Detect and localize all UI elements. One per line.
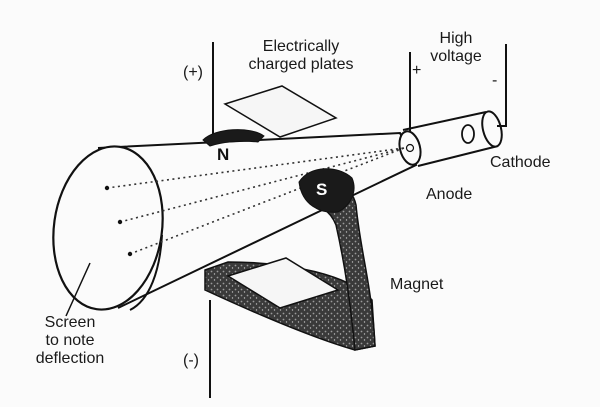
magnet-south-pole (298, 168, 355, 213)
hv-minus-sign: - (492, 72, 498, 89)
screen-label-line2: to note (45, 332, 95, 349)
hv-minus-lead (497, 44, 507, 127)
screen-label-line3: deflection (35, 350, 105, 367)
anode-disc (398, 130, 422, 166)
high-voltage-label: High voltage (420, 30, 492, 66)
upper-deflection-plate (223, 85, 338, 138)
tube-neck-bottom (417, 145, 499, 167)
magnet-north-pole (202, 129, 265, 147)
screen-spot-top (104, 185, 110, 191)
plates-label-line2: charged plates (248, 56, 354, 73)
plates-label: Electrically charged plates (226, 38, 376, 74)
lower-deflection-plate (226, 257, 340, 309)
tube-neck-end (481, 110, 503, 148)
screen-spot-bottom (127, 251, 133, 257)
electron-beams (106, 147, 405, 255)
anode-label: Anode (426, 186, 473, 203)
tube-neck-top (402, 111, 487, 131)
screen-label-line1: Screen (44, 314, 96, 331)
high-voltage-line2: voltage (430, 48, 482, 65)
screen-spot-middle (117, 219, 123, 225)
screen-leader-line (65, 262, 91, 317)
minus-plate-label: (-) (183, 352, 199, 369)
high-voltage-line1: High (439, 30, 473, 47)
plates-label-line1: Electrically (262, 38, 340, 55)
cathode-label: Cathode (490, 154, 551, 171)
magnet-label: Magnet (390, 276, 444, 293)
plus-plate-label: (+) (183, 64, 203, 81)
screen-label: Screen to note deflection (22, 314, 118, 368)
cathode-cylinder (461, 124, 475, 144)
north-pole-label: N (217, 145, 230, 164)
hv-plus-sign: + (412, 62, 422, 79)
south-pole-label: S (316, 180, 328, 199)
